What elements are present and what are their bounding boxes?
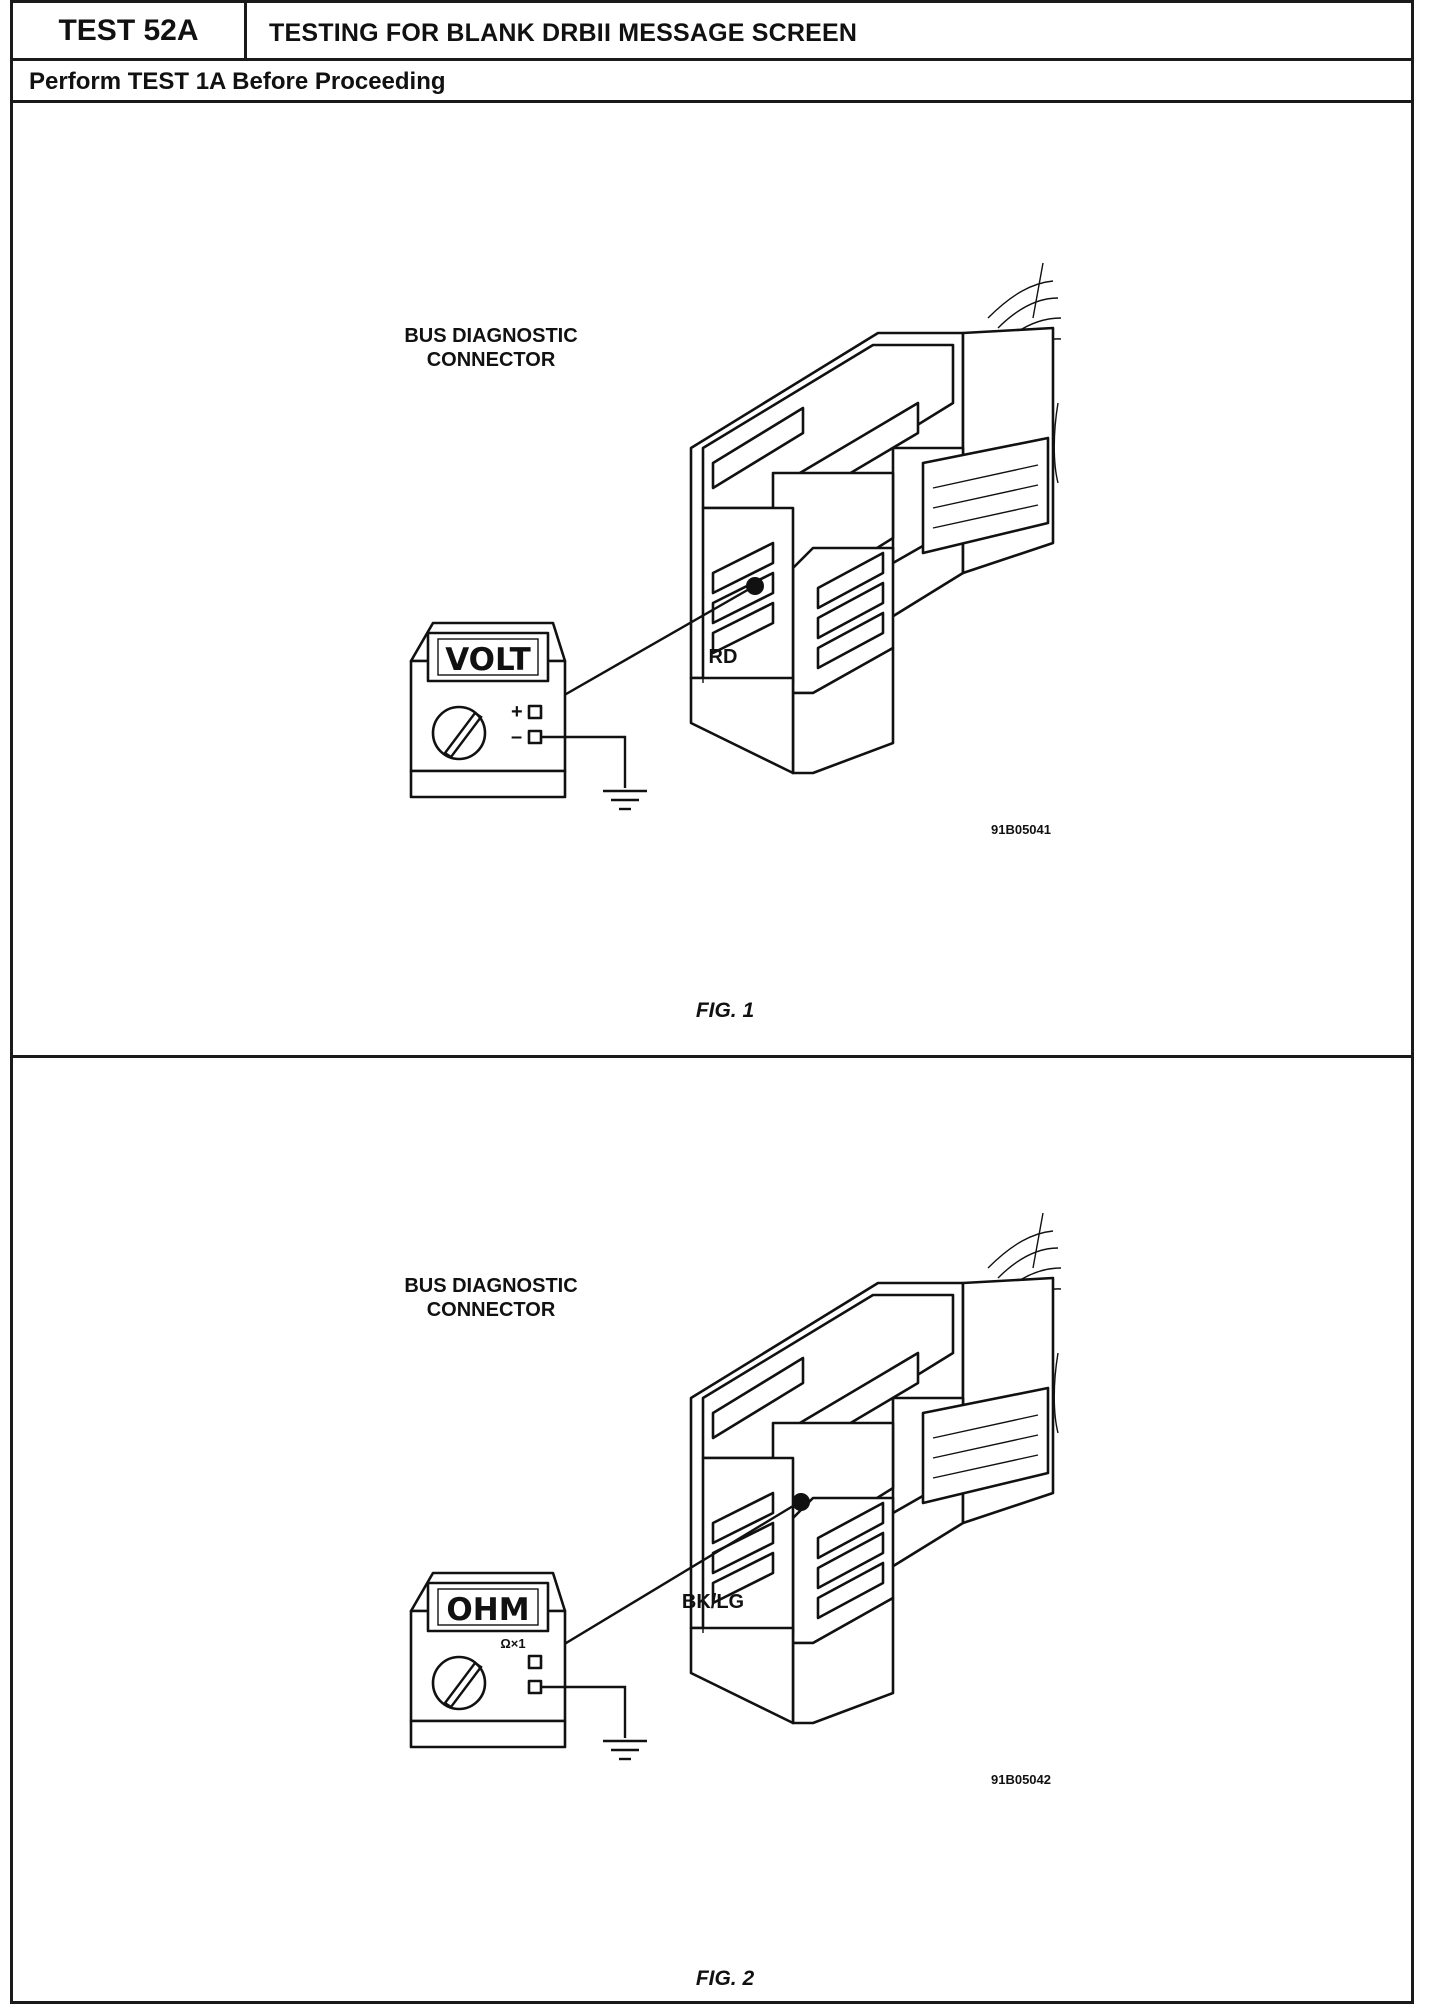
jack-positive: [527, 1654, 543, 1670]
multimeter: OHM Ω×1: [409, 1571, 567, 1749]
figure-caption: FIG. 1: [696, 999, 754, 1022]
connector-label-line2: CONNECTOR: [427, 349, 556, 371]
wire-label: RD: [709, 646, 738, 668]
meter-range-label: Ω×1: [500, 1636, 525, 1651]
bus-diagnostic-connector: [689, 326, 1055, 775]
jack-negative: [527, 1679, 543, 1695]
drawing-code: 91B05041: [991, 822, 1051, 837]
test-lead-ground: [541, 1685, 627, 1738]
test-lead-ground: [541, 735, 627, 788]
ground-symbol: [603, 789, 647, 811]
connector-label-line1: BUS DIAGNOSTIC: [404, 1275, 577, 1297]
figure-1-panel: BUS DIAGNOSTIC CONNECTOR: [13, 103, 1411, 1055]
connector-label-line2: CONNECTOR: [427, 1299, 556, 1321]
terminal-minus-label: –: [511, 726, 522, 748]
terminal-plus-label: +: [511, 701, 523, 723]
wire-label: BK/LG: [682, 1591, 744, 1613]
jack-positive: [527, 704, 543, 720]
prerequisite-row: Perform TEST 1A Before Proceeding: [13, 61, 1411, 103]
figure-2-panel: BUS DIAGNOSTIC CONNECTOR: [13, 1058, 1411, 2001]
bus-diagnostic-connector: [689, 1276, 1055, 1725]
header-row: TEST 52A TESTING FOR BLANK DRBII MESSAGE…: [13, 3, 1411, 61]
figure-caption: FIG. 2: [696, 1967, 755, 1990]
jack-negative: [527, 729, 543, 745]
prerequisite-text: Perform TEST 1A Before Proceeding: [29, 68, 446, 95]
meter-display: OHM: [446, 1592, 529, 1628]
ground-symbol: [603, 1739, 647, 1761]
drawing-code: 91B05042: [991, 1772, 1051, 1787]
test-sheet: TEST 52A TESTING FOR BLANK DRBII MESSAGE…: [10, 0, 1414, 2004]
figure-2-drawing: BUS DIAGNOSTIC CONNECTOR: [404, 1212, 1062, 1990]
figure-1-drawing: BUS DIAGNOSTIC CONNECTOR: [404, 262, 1062, 1022]
figure-divider: [13, 1055, 1411, 1058]
test-number: TEST 52A: [13, 3, 247, 58]
probe-tip: [746, 577, 764, 595]
test-title: TESTING FOR BLANK DRBII MESSAGE SCREEN: [269, 19, 858, 47]
connector-label-line1: BUS DIAGNOSTIC: [404, 325, 577, 347]
test-lead-positive: [532, 586, 752, 715]
multimeter: VOLT + –: [409, 621, 567, 799]
meter-display: VOLT: [445, 642, 531, 678]
probe-tip: [792, 1493, 810, 1511]
test-lead-positive: [532, 1501, 799, 1665]
